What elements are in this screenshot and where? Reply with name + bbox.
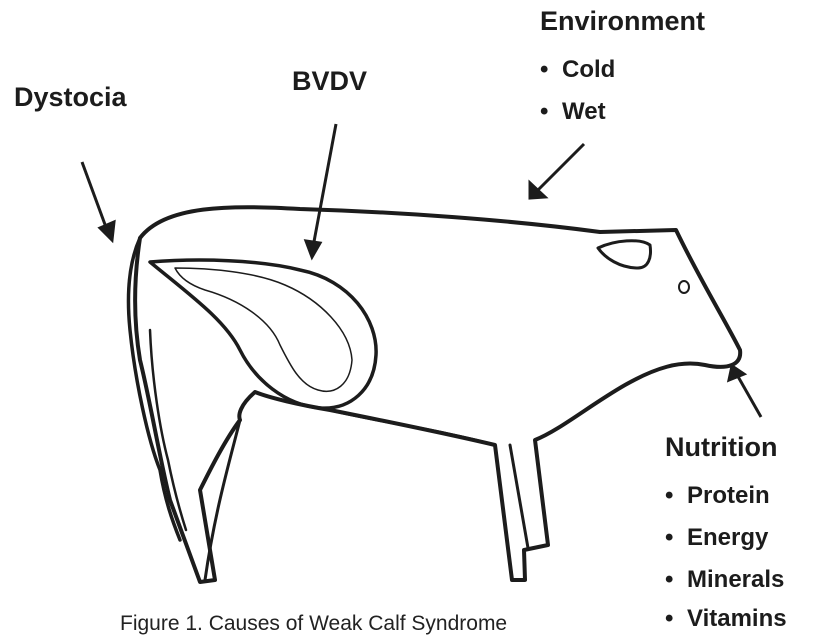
nutrition-item: •Protein [665, 482, 770, 510]
environment-arrow [530, 144, 584, 198]
belly-line [330, 410, 495, 445]
nutrition-item: •Energy [665, 524, 768, 552]
dystocia-label: Dystocia [14, 82, 127, 113]
cow-body-outline [135, 207, 740, 582]
environment-heading: Environment [540, 6, 705, 37]
figure-caption: Figure 1. Causes of Weak Calf Syndrome [120, 612, 507, 636]
environment-item: •Wet [540, 98, 606, 126]
cow-ear [598, 241, 651, 268]
dystocia-arrow [82, 162, 114, 240]
nutrition-item: •Minerals [665, 566, 784, 594]
uterus-outline [150, 260, 376, 408]
nutrition-arrow [729, 366, 761, 417]
cow-eye [679, 281, 689, 293]
nutrition-item: •Vitamins [665, 605, 787, 633]
nutrition-heading: Nutrition [665, 432, 777, 463]
front-leg-inner [510, 445, 528, 548]
bvdv-arrow [306, 124, 336, 257]
bvdv-label: BVDV [292, 66, 367, 97]
calf-inside [175, 268, 352, 391]
environment-item: •Cold [540, 56, 615, 84]
